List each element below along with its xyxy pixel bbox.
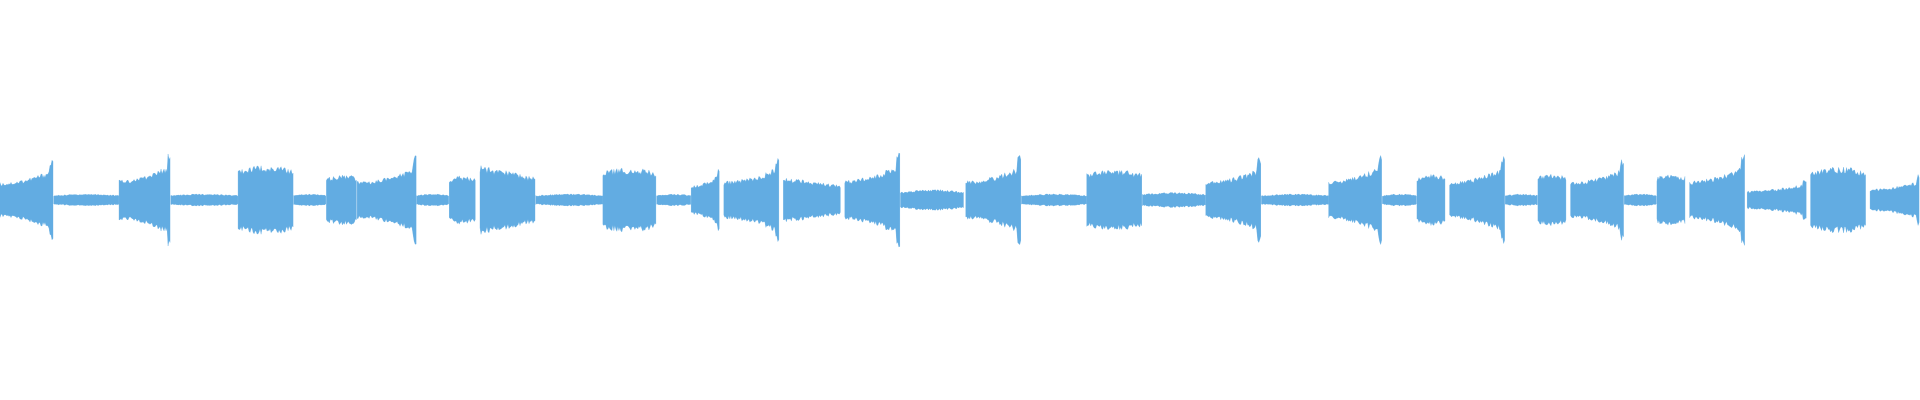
waveform-gap-segment [1624, 193, 1657, 207]
waveform-burst-segment [783, 177, 841, 223]
waveform-burst-segment [1416, 173, 1446, 227]
waveform-burst-segment [1869, 173, 1920, 227]
waveform-gap-segment [1505, 193, 1538, 207]
waveform-gap-segment [53, 194, 119, 206]
waveform-gap-segment [900, 189, 964, 211]
waveform-gap-segment [293, 193, 326, 207]
waveform-burst-segment [0, 159, 54, 241]
waveform-gap-segment [535, 193, 603, 207]
waveform-burst-segment [1205, 157, 1261, 243]
waveform-burst-segment [449, 175, 476, 225]
waveform-burst-segment [1810, 166, 1866, 234]
waveform-burst-segment [723, 157, 780, 243]
waveform-gap-segment [1382, 193, 1417, 207]
waveform-burst-segment [1689, 154, 1745, 246]
waveform-burst-segment [1086, 169, 1142, 231]
waveform-gap-segment [1142, 192, 1206, 208]
waveform-burst-segment [1570, 159, 1624, 241]
waveform-burst-segment [118, 153, 171, 247]
waveform-gap-segment [1021, 193, 1087, 207]
waveform-marks [0, 152, 1920, 248]
waveform-burst-segment [1656, 174, 1686, 226]
waveform-burst-segment [1328, 154, 1382, 246]
waveform-burst-segment [237, 165, 294, 235]
waveform-burst-segment [326, 174, 357, 226]
waveform-gap-segment [656, 193, 691, 207]
waveform-burst-segment [965, 155, 1021, 245]
waveform-burst-segment [1537, 173, 1567, 227]
waveform-gap-segment [416, 193, 449, 207]
waveform-burst-segment [602, 167, 657, 233]
waveform-burst-segment [691, 168, 720, 232]
waveform-burst-segment [844, 152, 900, 248]
waveform-gap-segment [170, 193, 239, 207]
waveform-burst-segment [1747, 180, 1807, 220]
waveform-burst-segment [1449, 156, 1505, 244]
waveform-burst-segment [356, 155, 417, 245]
waveform-gap-segment [1261, 193, 1329, 207]
waveform-burst-segment [479, 165, 536, 235]
